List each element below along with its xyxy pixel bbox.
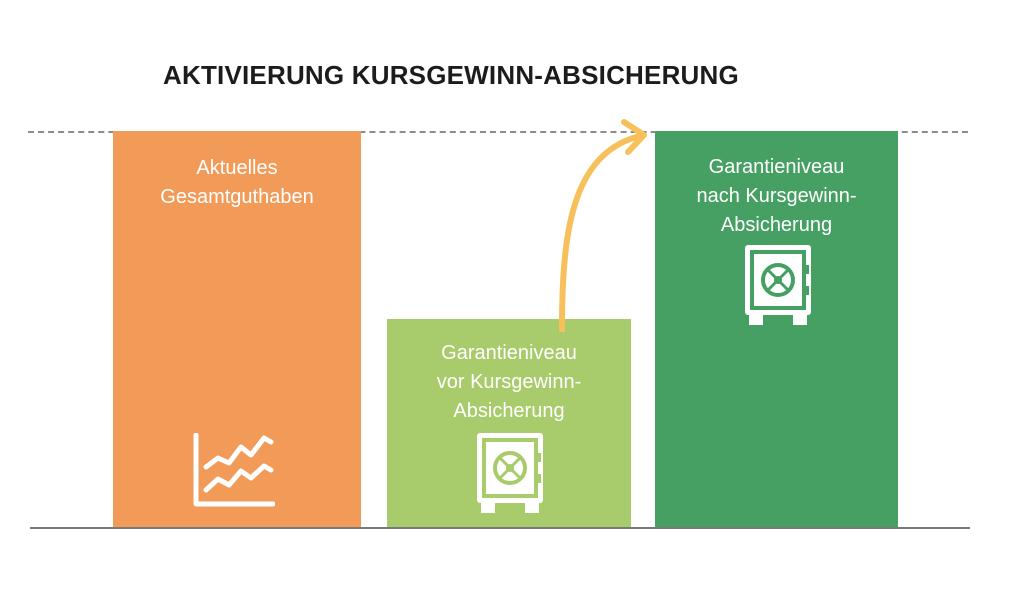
diagram-title: AKTIVIERUNG KURSGEWINN-ABSICHERUNG [163,60,739,90]
baseline [30,527,970,529]
chart-icon [193,433,275,507]
target-level-dashed-line [28,131,968,133]
safe-icon [477,433,543,513]
safe-icon [745,245,811,325]
upgrade-arrow [559,119,647,332]
